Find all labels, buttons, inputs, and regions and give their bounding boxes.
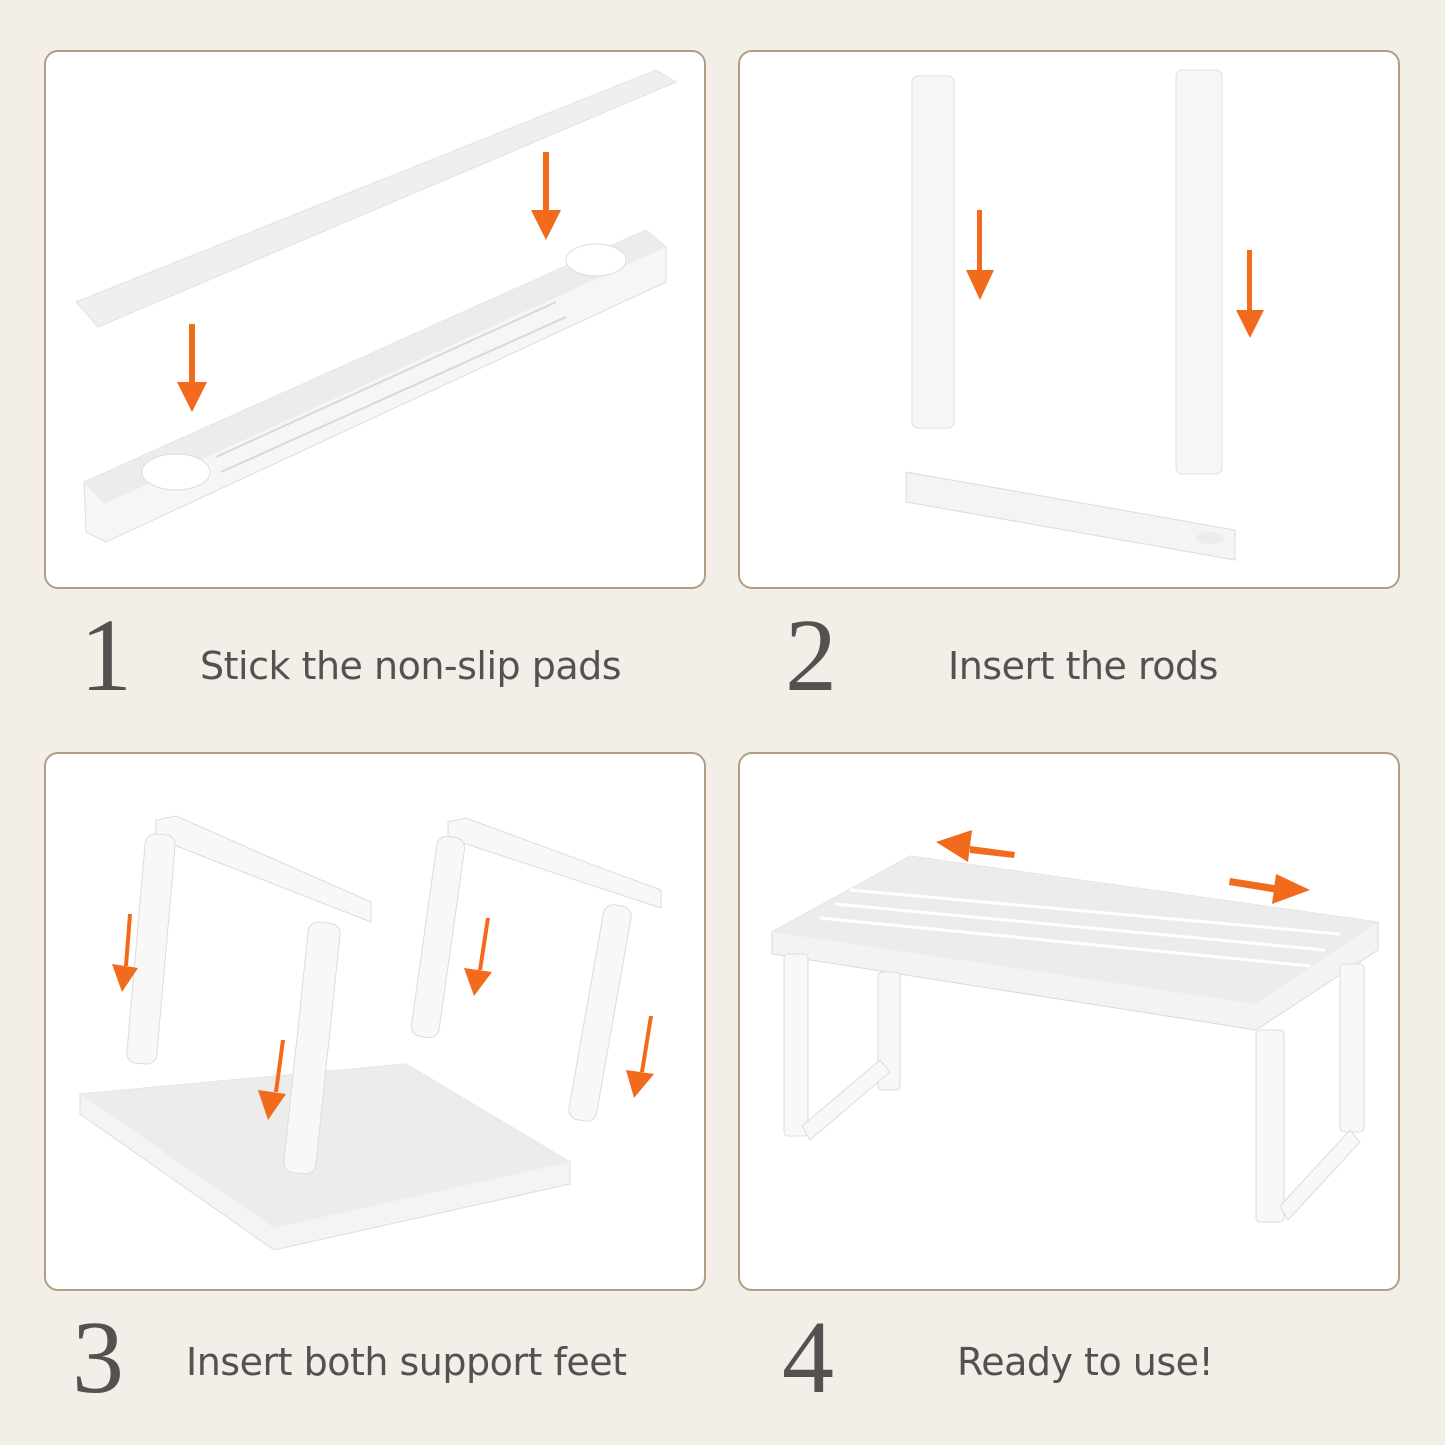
rods-illustration bbox=[905, 69, 1236, 561]
down-arrow-icon bbox=[112, 914, 654, 1120]
support-feet-illustration bbox=[79, 815, 662, 1251]
step-caption-2: Insert the rods bbox=[948, 644, 1218, 688]
step-2-illustration-panel bbox=[738, 50, 1400, 589]
down-arrow-icon bbox=[177, 152, 561, 412]
step-3-illustration-panel bbox=[44, 752, 706, 1291]
non-slip-pad-illustration bbox=[75, 69, 678, 543]
step-number-3: 3 bbox=[72, 1300, 124, 1415]
step-number-4: 4 bbox=[782, 1300, 834, 1415]
step-caption-4: Ready to use! bbox=[957, 1340, 1214, 1384]
step-1-illustration-panel bbox=[44, 50, 706, 589]
step-4-illustration-panel bbox=[738, 752, 1400, 1291]
expand-arrow-icon bbox=[936, 830, 1310, 904]
down-arrow-icon bbox=[966, 210, 1264, 338]
step-number-1: 1 bbox=[80, 598, 132, 713]
step-number-2: 2 bbox=[785, 598, 837, 713]
assembled-shelf-illustration bbox=[771, 855, 1379, 1223]
step-caption-3: Insert both support feet bbox=[186, 1340, 627, 1384]
step-caption-1: Stick the non-slip pads bbox=[200, 644, 622, 688]
